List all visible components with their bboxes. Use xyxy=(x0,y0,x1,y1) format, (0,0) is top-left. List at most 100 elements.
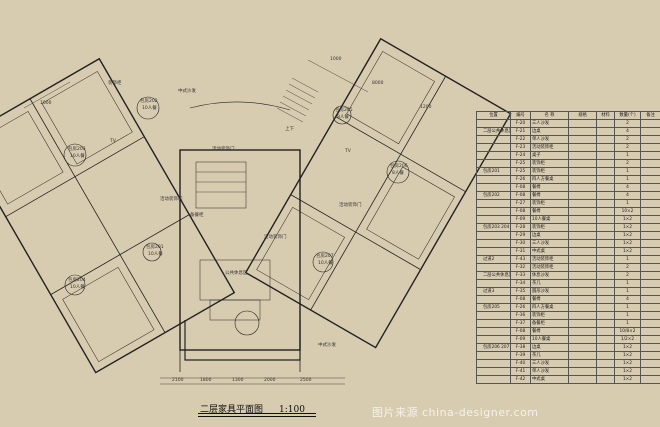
schedule-cell-spec xyxy=(568,191,597,200)
schedule-cell-note xyxy=(640,247,660,256)
schedule-cell-code: F-08 xyxy=(510,207,531,216)
schedule-cell-note xyxy=(640,231,660,240)
schedule-cell-material xyxy=(596,127,615,136)
schedule-cell-spec xyxy=(568,351,597,360)
room-label-pkg-d: 10人餐 xyxy=(70,154,85,159)
schedule-cell-qty: 4 xyxy=(614,191,641,200)
schedule-cell-spec xyxy=(568,255,597,264)
room-label-pkg-g: 包房201 xyxy=(146,245,164,250)
schedule-cell-note xyxy=(640,143,660,152)
dim-bottom-2: 1800 xyxy=(200,378,212,383)
dim-bottom-4: 2000 xyxy=(264,378,276,383)
schedule-cell-spec xyxy=(568,375,597,384)
schedule-header-cell: 材料 xyxy=(596,111,615,120)
schedule-cell-note xyxy=(640,327,660,336)
schedule-cell-code: F-26 xyxy=(510,175,531,184)
schedule-cell-location: 包房206 207 xyxy=(476,343,511,352)
schedule-cell-name: 三人沙发 xyxy=(530,239,569,248)
schedule-cell-code: F-36 xyxy=(510,311,531,320)
schedule-cell-qty: 1×2 xyxy=(614,239,641,248)
schedule-cell-name: 中式桌 xyxy=(530,375,569,384)
schedule-cell-code: F-37 xyxy=(510,319,531,328)
dim-bottom-3: 1300 xyxy=(232,378,244,383)
schedule-cell-code: F-33 xyxy=(510,271,531,280)
dim-top-4: 1000 xyxy=(40,101,52,106)
schedule-cell-material xyxy=(596,207,615,216)
schedule-cell-spec xyxy=(568,327,597,336)
schedule-cell-name: 桌子 xyxy=(530,151,569,160)
schedule-cell-qty: 2 xyxy=(614,119,641,128)
schedule-cell-code: F-23 xyxy=(510,143,531,152)
schedule-cell-location xyxy=(476,319,511,328)
schedule-cell-spec xyxy=(568,127,597,136)
schedule-cell-location xyxy=(476,239,511,248)
schedule-header-cell: 位置 xyxy=(476,111,511,120)
watermark: 图片来源 china-designer.com xyxy=(372,406,539,419)
schedule-cell-location xyxy=(476,335,511,344)
drawing-scale: 1:100 xyxy=(279,405,305,415)
schedule-cell-note xyxy=(640,207,660,216)
schedule-cell-name: 备餐柜 xyxy=(530,319,569,328)
schedule-cell-spec xyxy=(568,183,597,192)
schedule-cell-code: F-24 xyxy=(510,151,531,160)
schedule-cell-material xyxy=(596,191,615,200)
schedule-cell-code: F-40 xyxy=(510,359,531,368)
schedule-cell-location: 包房202 xyxy=(476,191,511,200)
schedule-cell-material xyxy=(596,255,615,264)
schedule-cell-location xyxy=(476,263,511,272)
schedule-cell-note xyxy=(640,287,660,296)
schedule-cell-location xyxy=(476,183,511,192)
schedule-cell-location: 包房205 xyxy=(476,303,511,312)
schedule-cell-name: 装饰柜 xyxy=(530,311,569,320)
round-tables xyxy=(63,96,410,336)
schedule-cell-material xyxy=(596,335,615,344)
schedule-cell-location xyxy=(476,175,511,184)
schedule-cell-spec xyxy=(568,223,597,232)
schedule-cell-name: 茶几 xyxy=(530,279,569,288)
room-label-pkg-i: 包房206 xyxy=(390,164,408,169)
schedule-cell-qty: 1 xyxy=(614,175,641,184)
room-label-deco-door-3: 活动装饰门 xyxy=(339,203,362,208)
schedule-cell-qty: 1 xyxy=(614,199,641,208)
schedule-cell-spec xyxy=(568,151,597,160)
schedule-cell-spec xyxy=(568,175,597,184)
schedule-cell-qty: 1×2 xyxy=(614,359,641,368)
schedule-cell-note xyxy=(640,255,660,264)
schedule-cell-qty: 1×2 xyxy=(614,375,641,384)
right-wing xyxy=(244,37,512,349)
schedule-cell-material xyxy=(596,223,615,232)
central-core xyxy=(179,101,301,372)
schedule-cell-location xyxy=(476,231,511,240)
schedule-cell-location: 二层公共休息区 xyxy=(476,127,511,136)
schedule-cell-note xyxy=(640,223,660,232)
schedule-cell-note xyxy=(640,191,660,200)
schedule-cell-name: 休息沙发 xyxy=(530,271,569,280)
schedule-cell-name: 餐椅 xyxy=(530,295,569,304)
schedule-cell-qty: 1 xyxy=(614,311,641,320)
schedule-cell-material xyxy=(596,271,615,280)
schedule-cell-code: F-09 xyxy=(510,215,531,224)
schedule-cell-material xyxy=(596,263,615,272)
schedule-cell-qty: 2 xyxy=(614,271,641,280)
schedule-cell-code: F-28 xyxy=(510,223,531,232)
schedule-cell-material xyxy=(596,167,615,176)
schedule-cell-name: 装饰柜 xyxy=(530,199,569,208)
schedule-cell-spec xyxy=(568,207,597,216)
schedule-cell-location xyxy=(476,311,511,320)
schedule-cell-name: 茶几 xyxy=(530,351,569,360)
schedule-cell-location: 过道2 xyxy=(476,255,511,264)
schedule-header-cell: 数量(个) xyxy=(614,111,641,120)
schedule-cell-name: 餐椅 xyxy=(530,183,569,192)
schedule-cell-spec xyxy=(568,199,597,208)
